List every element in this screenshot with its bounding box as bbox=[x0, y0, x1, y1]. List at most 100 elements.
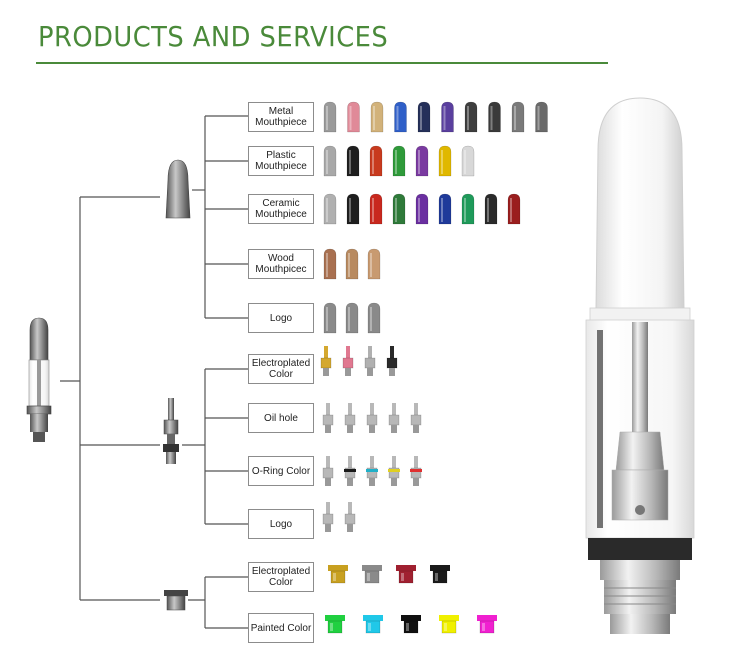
page-title: PRODUCTS AND SERVICES bbox=[38, 20, 389, 53]
swatch-highlight bbox=[444, 623, 447, 631]
base-cap bbox=[363, 615, 383, 621]
post-tail bbox=[347, 524, 353, 532]
swatch-highlight bbox=[487, 198, 489, 222]
oring-color-label: O-Ring Color bbox=[248, 456, 314, 486]
post-tail bbox=[325, 425, 331, 433]
post-body bbox=[386, 357, 398, 369]
metal-mouthpiece-label: Metal Mouthpiece bbox=[248, 102, 314, 132]
post-tail bbox=[413, 425, 419, 433]
mouthpiece-swatch bbox=[392, 193, 406, 225]
mouthpiece-swatch bbox=[438, 193, 452, 225]
post-tail bbox=[325, 478, 331, 486]
tip-logo-label: Logo bbox=[248, 303, 314, 333]
mouthpiece-swatch bbox=[323, 302, 337, 334]
center-logo-swatches bbox=[322, 502, 356, 532]
mouthpiece-swatch bbox=[392, 145, 406, 177]
post-body bbox=[342, 357, 354, 369]
swatch-highlight bbox=[330, 623, 333, 631]
oil-hole-label: Oil hole bbox=[248, 403, 314, 433]
post-tail bbox=[347, 478, 353, 486]
oring-band bbox=[366, 469, 378, 472]
post-stem bbox=[326, 403, 330, 415]
oil-hole-swatches bbox=[322, 403, 422, 433]
cartridge-large-image bbox=[585, 97, 695, 634]
mouthpiece-swatch bbox=[345, 248, 359, 280]
swatch-highlight bbox=[326, 253, 328, 277]
post-tail bbox=[389, 368, 395, 376]
post-tail bbox=[413, 478, 419, 486]
ceramic-mouthpiece-swatches bbox=[323, 193, 521, 225]
mouthpiece-swatch bbox=[507, 193, 521, 225]
mouthpiece-swatch bbox=[461, 193, 475, 225]
post-stem bbox=[414, 456, 418, 468]
mouthpiece-swatch bbox=[323, 193, 337, 225]
swatch-highlight bbox=[367, 573, 370, 581]
electroplated-center-swatches bbox=[320, 346, 398, 376]
base-body bbox=[364, 570, 380, 584]
post-tail bbox=[323, 368, 329, 376]
post-stem bbox=[326, 456, 330, 468]
base-body bbox=[441, 620, 457, 634]
mouthpiece-swatch bbox=[394, 101, 407, 133]
mouthpiece-swatch bbox=[346, 145, 360, 177]
base-cap bbox=[362, 565, 382, 571]
post-stem bbox=[348, 502, 352, 514]
swatch-highlight bbox=[368, 623, 371, 631]
base-cap bbox=[328, 565, 348, 571]
swatch-highlight bbox=[490, 106, 493, 130]
swatch-highlight bbox=[418, 150, 420, 174]
base-body bbox=[432, 570, 448, 584]
metal-mouthpiece-swatches bbox=[323, 101, 548, 133]
swatch-highlight bbox=[349, 198, 351, 222]
base-cap bbox=[477, 615, 497, 621]
swatch-highlight bbox=[510, 198, 512, 222]
post-body bbox=[364, 357, 376, 369]
mouthpiece-swatch bbox=[535, 101, 548, 133]
mouthpiece-swatch bbox=[346, 193, 360, 225]
swatch-highlight bbox=[467, 106, 469, 130]
mouthpiece-swatch bbox=[415, 193, 429, 225]
oring-color-swatches bbox=[322, 456, 422, 486]
post-stem bbox=[346, 346, 350, 358]
swatch-highlight bbox=[537, 106, 540, 130]
connector-lines bbox=[60, 115, 248, 629]
center-electroplated-color-label: Electroplated Color bbox=[248, 354, 314, 384]
painted-color-swatches bbox=[325, 615, 497, 634]
swatch-highlight bbox=[370, 307, 372, 331]
swatch-highlight bbox=[348, 253, 350, 277]
post-stem bbox=[414, 403, 418, 415]
swatch-highlight bbox=[326, 106, 328, 130]
post-stem bbox=[392, 403, 396, 415]
mouthpiece-swatch bbox=[484, 193, 498, 225]
ceramic-mouthpiece-label: Ceramic Mouthpiece bbox=[248, 194, 314, 224]
mouthpiece-swatch bbox=[370, 101, 384, 133]
swatch-highlight bbox=[441, 198, 443, 222]
painted-color-label: Painted Color bbox=[248, 613, 314, 643]
mouthpiece-swatch bbox=[464, 101, 478, 133]
swatch-highlight bbox=[326, 198, 328, 222]
swatch-highlight bbox=[441, 150, 443, 174]
wood-mouthpiece-swatches bbox=[323, 248, 381, 280]
base-body bbox=[327, 620, 343, 634]
base-body bbox=[365, 620, 381, 634]
swatch-highlight bbox=[349, 106, 352, 130]
swatch-highlight bbox=[370, 253, 372, 277]
wood-mouthpiece-label: Wood Mouthpicec bbox=[248, 249, 314, 279]
base-body bbox=[403, 620, 419, 634]
base-electroplated-color-label: Electroplated Color bbox=[248, 562, 314, 592]
base-cap bbox=[325, 615, 345, 621]
oring-band bbox=[388, 469, 400, 472]
swatch-highlight bbox=[514, 106, 516, 130]
swatch-highlight bbox=[435, 573, 438, 581]
post-body bbox=[344, 414, 356, 426]
post-tail bbox=[369, 478, 375, 486]
post-body bbox=[320, 357, 332, 369]
post-tail bbox=[369, 425, 375, 433]
post-body bbox=[322, 513, 334, 525]
post-tail bbox=[391, 425, 397, 433]
post-stem bbox=[370, 456, 374, 468]
post-stem bbox=[326, 502, 330, 514]
mouthpiece-node-image bbox=[165, 159, 191, 219]
cartridge-small-image bbox=[26, 317, 52, 442]
